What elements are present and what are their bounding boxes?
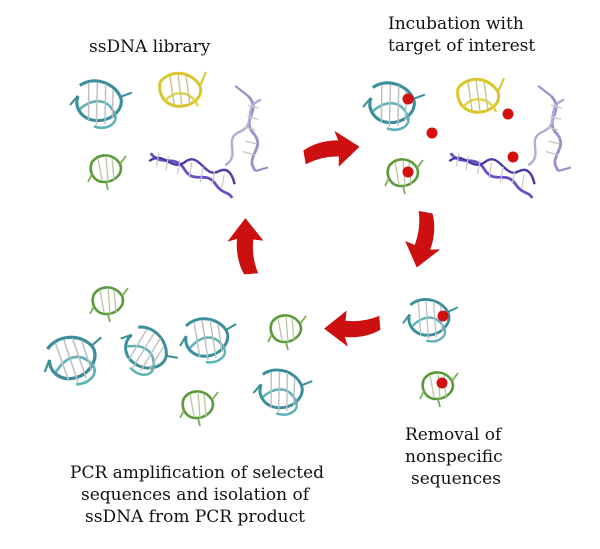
teal-aptamer-icon — [249, 364, 315, 421]
label-incubation: Incubation with target of interest — [388, 14, 536, 56]
green-aptamer-icon — [178, 390, 220, 428]
target-molecule-icon — [502, 108, 514, 120]
label-removal: Removal of nonspecific sequences — [405, 425, 503, 489]
label-ssdna-library: ssDNA library — [89, 37, 211, 57]
target-molecule-icon — [437, 310, 449, 322]
teal-aptamer-icon — [65, 75, 135, 134]
teal-aptamer-icon — [108, 316, 183, 389]
purple-aptamer-icon — [444, 149, 540, 200]
teal-aptamer-icon — [358, 77, 428, 136]
yellow-aptamer-icon — [456, 76, 506, 114]
teal-aptamer-icon — [178, 317, 238, 364]
green-aptamer-icon — [88, 286, 130, 324]
green-aptamer-icon — [86, 154, 128, 192]
target-molecule-icon — [436, 377, 448, 389]
cycle-arrow-icon — [225, 216, 267, 276]
target-molecule-icon — [402, 93, 414, 105]
lavender-aptamer-icon — [516, 84, 591, 178]
teal-aptamer-icon — [37, 329, 111, 392]
purple-aptamer-icon — [144, 149, 240, 200]
cycle-arrow-icon — [401, 209, 447, 272]
target-molecule-icon — [507, 151, 519, 163]
teal-aptamer-icon — [400, 296, 460, 345]
cycle-arrow-icon — [300, 127, 363, 173]
green-aptamer-icon — [418, 371, 460, 409]
target-molecule-icon — [402, 166, 414, 178]
green-aptamer-icon — [383, 158, 425, 196]
lavender-aptamer-icon — [213, 84, 288, 178]
green-aptamer-icon — [266, 314, 308, 352]
yellow-aptamer-icon — [158, 70, 208, 108]
cycle-arrow-icon — [322, 307, 382, 349]
target-molecule-icon — [426, 127, 438, 139]
label-pcr-amplification: PCR amplification of selected sequences … — [70, 463, 325, 527]
